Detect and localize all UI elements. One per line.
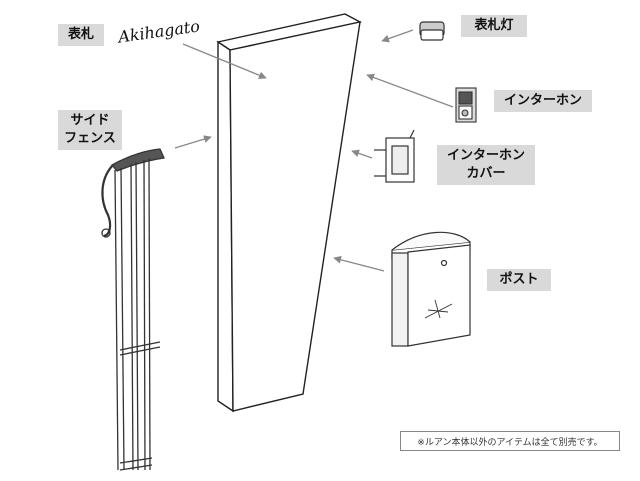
pointer-arrows xyxy=(174,29,454,272)
intercom-cover-icon xyxy=(374,129,415,183)
label-nameplate-light: 表札灯 xyxy=(461,15,527,37)
side-fence xyxy=(101,148,165,471)
main-wall-panel xyxy=(216,13,363,413)
label-nameplate: 表札 xyxy=(58,24,104,46)
post-icon xyxy=(391,231,471,347)
label-intercom: インターホン xyxy=(494,90,592,112)
nameplate-light-icon xyxy=(419,21,445,41)
separate-sale-note: ※ルアン本体以外のアイテムは全て別売です。 xyxy=(400,431,620,451)
label-post: ポスト xyxy=(487,269,551,291)
label-intercom-cover: インターホン カバー xyxy=(437,145,535,185)
intercom-icon xyxy=(455,87,477,123)
label-side-fence: サイド フェンス xyxy=(58,110,122,150)
